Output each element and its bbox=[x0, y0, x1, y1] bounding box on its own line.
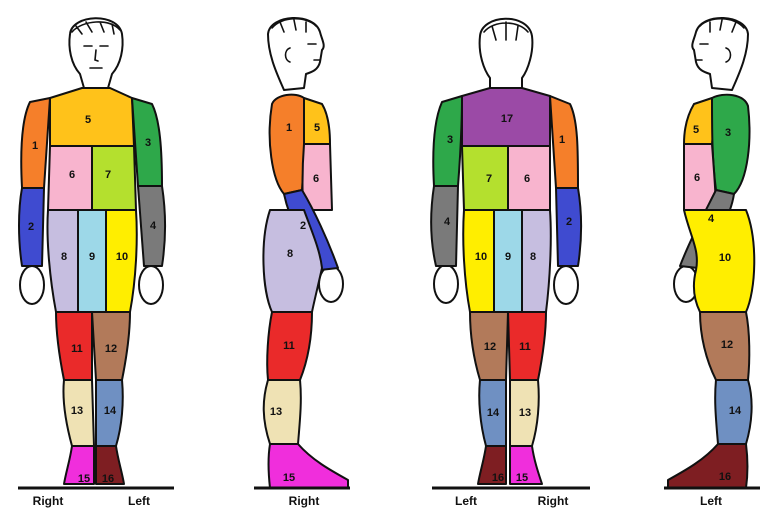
front-number-11: 11 bbox=[71, 343, 83, 355]
left-side-region-3 bbox=[711, 93, 751, 195]
right-side-number-1: 1 bbox=[286, 122, 292, 134]
front-face bbox=[83, 45, 109, 69]
back-left-hand bbox=[433, 264, 459, 304]
left-side-number-6: 6 bbox=[694, 172, 700, 184]
right-side-region-8 bbox=[262, 209, 323, 313]
back-region-15 bbox=[509, 445, 543, 485]
back-region-8 bbox=[521, 209, 552, 313]
back-number-14: 14 bbox=[487, 407, 500, 419]
right-side-number-8: 8 bbox=[287, 248, 293, 260]
back-number-16: 16 bbox=[492, 472, 504, 484]
front-region-16 bbox=[95, 445, 125, 485]
front-region-7 bbox=[91, 145, 137, 211]
right-side-number-5: 5 bbox=[314, 122, 320, 134]
left-side-label: Left bbox=[700, 494, 722, 508]
right-side-number-6: 6 bbox=[313, 173, 319, 185]
right-side-number-15: 15 bbox=[283, 472, 295, 484]
front-number-12: 12 bbox=[105, 343, 117, 355]
back-region-16 bbox=[477, 445, 507, 485]
left-side-hair bbox=[699, 17, 745, 33]
back-number-10: 10 bbox=[475, 251, 487, 263]
back-number-9: 9 bbox=[505, 251, 511, 263]
right-side-region-1 bbox=[268, 93, 306, 195]
front-number-1: 1 bbox=[32, 140, 38, 152]
back-number-1: 1 bbox=[559, 134, 565, 146]
right-side-number-2: 2 bbox=[300, 220, 306, 232]
right-side-hand bbox=[318, 265, 344, 303]
front-region-2 bbox=[18, 187, 45, 267]
front-right-hand bbox=[19, 265, 45, 305]
left-side-number-3: 3 bbox=[725, 127, 731, 139]
left-side-number-12: 12 bbox=[721, 339, 733, 351]
back-number-3: 3 bbox=[447, 134, 453, 146]
back-hair bbox=[483, 21, 529, 41]
front-number-2: 2 bbox=[28, 221, 34, 233]
front-number-3: 3 bbox=[145, 137, 151, 149]
front-view: 5 1 2 3 4 6 7 8 9 10 11 12 13 14 15 16 R… bbox=[18, 17, 174, 508]
left-side-face bbox=[695, 43, 732, 63]
right-side-number-11: 11 bbox=[283, 340, 295, 352]
front-region-4 bbox=[137, 185, 166, 267]
front-label-left: Left bbox=[128, 494, 150, 508]
left-side-number-5: 5 bbox=[693, 124, 699, 136]
back-label-left: Left bbox=[455, 494, 477, 508]
front-number-4: 4 bbox=[150, 220, 157, 232]
right-side-label: Right bbox=[289, 494, 320, 508]
back-view: 17 3 1 7 6 4 2 10 9 8 12 11 14 13 16 15 … bbox=[430, 17, 590, 508]
front-left-hand bbox=[138, 265, 164, 305]
back-region-2 bbox=[555, 187, 582, 267]
left-side-region-16 bbox=[667, 443, 749, 489]
back-head bbox=[478, 17, 534, 89]
front-number-13: 13 bbox=[71, 405, 83, 417]
left-side-number-4: 4 bbox=[708, 213, 715, 225]
back-right-hand bbox=[553, 265, 579, 305]
back-label-right: Right bbox=[538, 494, 569, 508]
left-side-number-10: 10 bbox=[719, 252, 731, 264]
back-number-4: 4 bbox=[444, 216, 451, 228]
front-number-9: 9 bbox=[89, 251, 95, 263]
right-side-view: 1 5 6 2 8 11 13 15 Right bbox=[254, 17, 350, 508]
right-side-number-13: 13 bbox=[270, 406, 282, 418]
back-number-2: 2 bbox=[566, 216, 572, 228]
right-side-face bbox=[284, 43, 321, 63]
front-number-10: 10 bbox=[116, 251, 128, 263]
front-number-15: 15 bbox=[78, 473, 90, 485]
back-number-17: 17 bbox=[501, 113, 513, 125]
back-region-4 bbox=[430, 185, 459, 267]
left-side-number-16: 16 bbox=[719, 471, 731, 483]
front-number-14: 14 bbox=[104, 405, 117, 417]
front-region-5 bbox=[49, 87, 135, 147]
back-number-11: 11 bbox=[519, 341, 531, 353]
front-number-16: 16 bbox=[102, 473, 114, 485]
back-number-7: 7 bbox=[486, 173, 492, 185]
back-number-8: 8 bbox=[530, 251, 536, 263]
back-number-13: 13 bbox=[519, 407, 531, 419]
back-number-15: 15 bbox=[516, 472, 528, 484]
front-number-6: 6 bbox=[69, 169, 75, 181]
left-side-number-14: 14 bbox=[729, 405, 742, 417]
left-side-view: 5 3 6 4 10 12 14 16 Left bbox=[664, 17, 760, 508]
front-region-15 bbox=[63, 445, 95, 485]
back-number-6: 6 bbox=[524, 173, 530, 185]
left-side-region-10 bbox=[683, 209, 756, 313]
front-number-7: 7 bbox=[105, 169, 111, 181]
front-label-right: Right bbox=[33, 494, 64, 508]
back-number-12: 12 bbox=[484, 341, 496, 353]
left-side-region-5 bbox=[683, 97, 715, 145]
front-number-5: 5 bbox=[85, 114, 91, 126]
right-side-hair bbox=[271, 17, 317, 33]
right-side-region-15 bbox=[267, 443, 349, 489]
front-hair bbox=[71, 21, 121, 35]
front-number-8: 8 bbox=[61, 251, 67, 263]
